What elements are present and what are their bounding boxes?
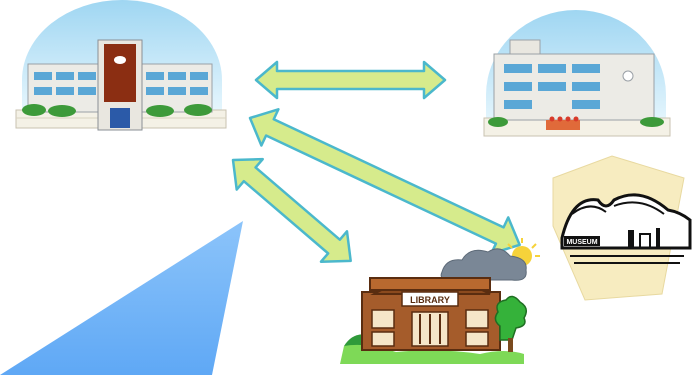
library-sign: LIBRARY bbox=[410, 295, 450, 305]
hospital-building-icon bbox=[483, 10, 671, 137]
arrow-school-hospital bbox=[254, 60, 447, 100]
museum-sign: MUSEUM bbox=[566, 239, 597, 246]
museum-building-icon: MUSEUM bbox=[552, 155, 692, 301]
arrow-school-museum bbox=[248, 108, 521, 255]
cloud-sun-icon bbox=[440, 238, 540, 281]
school-building-icon bbox=[15, 0, 227, 131]
library-building-icon: LIBRARY bbox=[340, 277, 527, 364]
arrow-school-library bbox=[231, 157, 352, 263]
light-beam-shape bbox=[0, 221, 243, 375]
